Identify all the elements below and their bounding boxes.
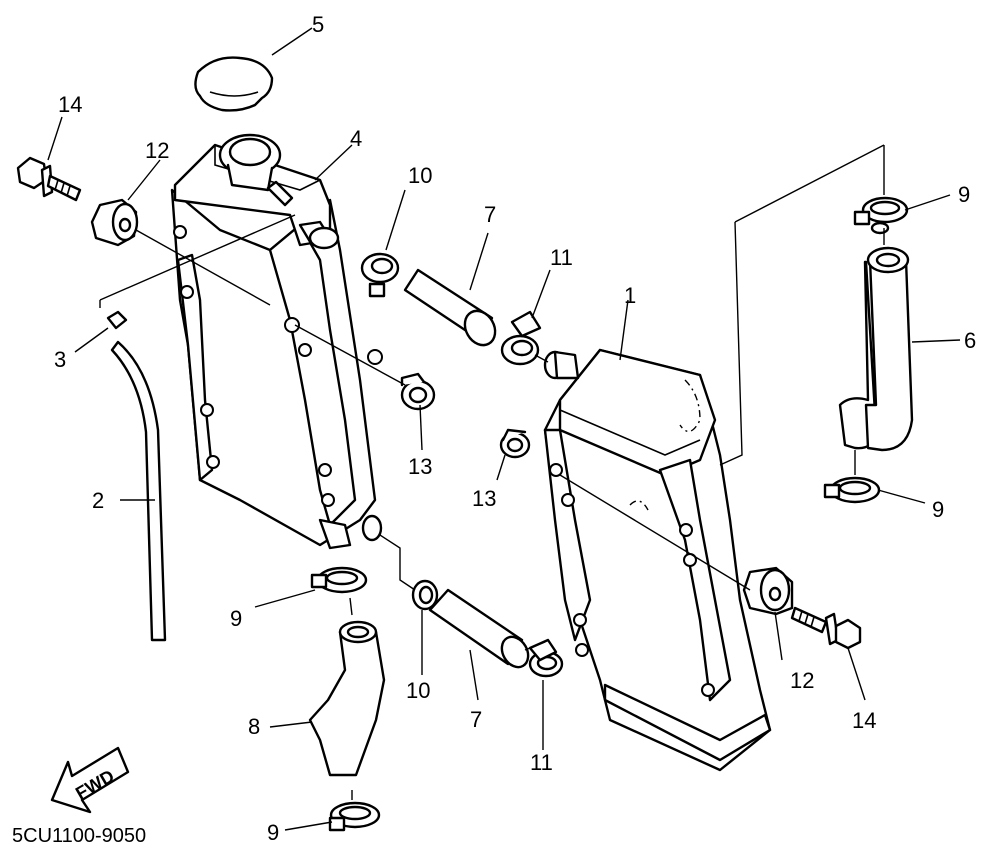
- clamp-9-top-right: [853, 196, 909, 235]
- callout-13-left: 13: [408, 454, 432, 479]
- clamp-10-lower: [411, 579, 439, 611]
- callout-2: 2: [92, 488, 104, 513]
- callout-8: 8: [248, 714, 260, 739]
- callout-9-left-lower: 9: [267, 820, 279, 845]
- grommet-12-right: [742, 566, 794, 616]
- breather-hose: [106, 310, 167, 642]
- callout-7-lower: 7: [470, 707, 482, 732]
- clamp-9-left-upper: [310, 566, 368, 594]
- callout-12-left: 12: [145, 138, 169, 163]
- assembly-lines: [47, 27, 961, 831]
- hose-lower-7: [428, 588, 530, 669]
- callout-9-left-upper: 9: [230, 606, 242, 631]
- callout-13-right: 13: [472, 486, 496, 511]
- radiator-cap: [194, 56, 274, 112]
- bolt-14-right: [790, 606, 862, 650]
- callout-9-top-right: 9: [958, 182, 970, 207]
- callout-5: 5: [312, 12, 324, 37]
- lower-hose-left: [308, 620, 386, 777]
- callout-3: 3: [54, 347, 66, 372]
- clamp-9-mid-right: [823, 476, 881, 504]
- clamp-9-left-lower: [328, 801, 381, 832]
- callout-1: 1: [624, 283, 636, 308]
- callout-11-upper: 11: [550, 245, 573, 270]
- clamp-11-upper: [500, 310, 542, 366]
- callout-4: 4: [350, 126, 362, 151]
- callout-10-lower: 10: [406, 678, 430, 703]
- right-radiator: [543, 348, 772, 772]
- callout-9-mid-right: 9: [932, 497, 944, 522]
- callout-10-upper: 10: [408, 163, 432, 188]
- clamp-10-upper: [360, 252, 400, 298]
- bolt-14-left: [16, 156, 82, 202]
- callout-12-right: 12: [790, 668, 814, 693]
- callout-14-left: 14: [58, 92, 82, 117]
- collar-13-right: [499, 428, 531, 459]
- fwd-arrow-icon: FWD: [50, 746, 130, 814]
- upper-hose-right: [838, 246, 914, 452]
- grommet-12-left: [90, 198, 139, 247]
- drawing-code: 5CU1100-9050: [12, 825, 146, 847]
- callout-labels: 1 2 3 4 5 6 7 7 8 9 9 9 9 10 10 11 11 12…: [54, 12, 976, 845]
- callout-11-lower: 11: [530, 750, 553, 775]
- collar-13-left: [400, 372, 436, 411]
- callout-7-upper: 7: [484, 202, 496, 227]
- left-radiator: [170, 133, 383, 550]
- callout-6: 6: [964, 328, 976, 353]
- callout-14-right: 14: [852, 708, 876, 733]
- hose-upper-7: [403, 268, 497, 347]
